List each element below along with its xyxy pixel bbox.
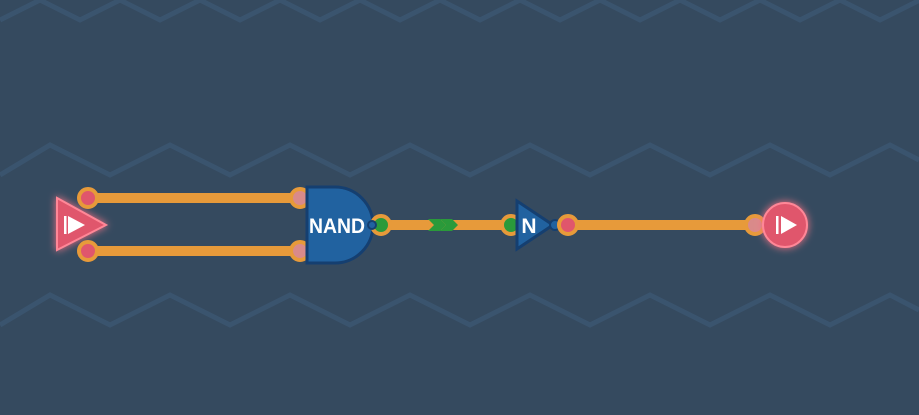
not-gate[interactable] [515, 198, 556, 252]
output-node[interactable] [762, 202, 808, 248]
nand-inversion-bubble [367, 220, 377, 230]
input-pin-a[interactable] [77, 187, 99, 209]
input-play-bar [64, 216, 67, 234]
background-zigzag-pattern [0, 0, 919, 328]
not-output-pin[interactable] [557, 214, 579, 236]
input-play-glyph [68, 216, 85, 234]
wires [83, 193, 760, 256]
output-play-bar [776, 216, 779, 234]
input-node[interactable] [56, 196, 109, 252]
not-gate-label: N [521, 215, 536, 238]
nand-gate-label: NAND [309, 215, 365, 238]
output-play-glyph [781, 216, 797, 234]
signal-flow-arrows-icon [428, 219, 458, 231]
output-pin[interactable] [744, 214, 766, 236]
input-pin-b[interactable] [77, 240, 99, 262]
